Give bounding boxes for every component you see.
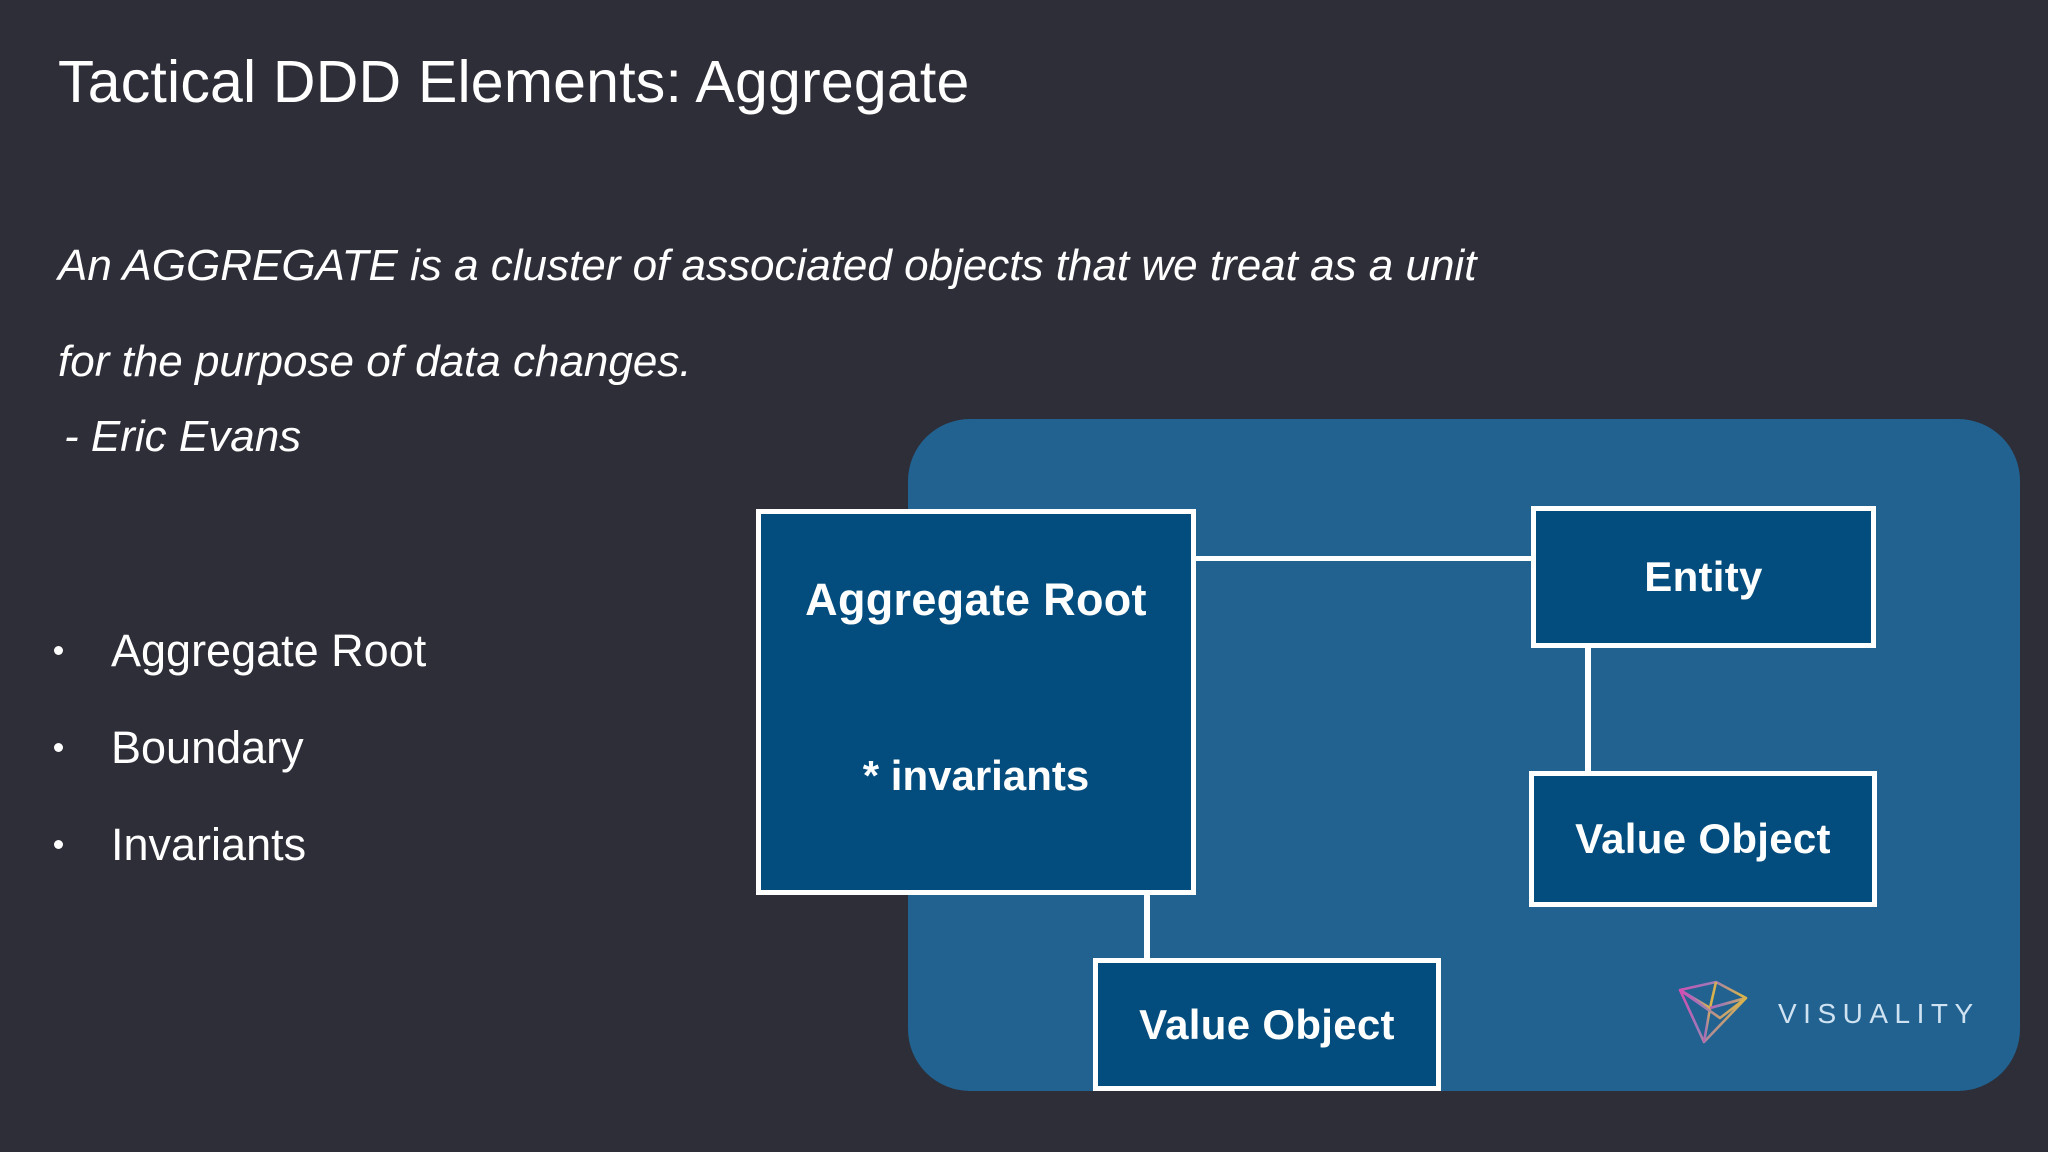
quote-line-2: for the purpose of data changes. xyxy=(58,337,692,386)
bullet-dot-icon xyxy=(54,743,63,752)
page-title: Tactical DDD Elements: Aggregate xyxy=(58,49,970,115)
list-item-label: Aggregate Root xyxy=(111,624,427,676)
quote-attribution: - Eric Evans xyxy=(64,412,302,461)
node-aggregate-root-label: Aggregate Root xyxy=(805,574,1147,625)
visuality-pyramid-icon xyxy=(1678,980,1748,1044)
node-aggregate-root-sublabel: * invariants xyxy=(862,752,1090,799)
node-value-object-right-label: Value Object xyxy=(1575,815,1831,862)
connector-aggregate-root-to-entity xyxy=(1196,556,1533,561)
bullet-list: Aggregate Root Boundary Invariants xyxy=(54,602,426,893)
list-item: Invariants xyxy=(54,796,426,893)
node-entity[interactable]: Entity xyxy=(1531,506,1876,648)
list-item: Aggregate Root xyxy=(54,602,426,699)
node-entity-label: Entity xyxy=(1644,553,1763,600)
node-aggregate-root[interactable]: Aggregate Root * invariants xyxy=(756,509,1196,895)
list-item: Boundary xyxy=(54,699,426,796)
list-item-label: Boundary xyxy=(111,721,304,773)
bullet-dot-icon xyxy=(54,840,63,849)
node-value-object-right[interactable]: Value Object xyxy=(1529,771,1877,907)
visuality-wordmark: VISUALITY xyxy=(1778,998,1980,1029)
quote-line-1: An AGGREGATE is a cluster of associated … xyxy=(58,241,1477,290)
list-item-label: Invariants xyxy=(111,818,307,870)
node-value-object-bottom-label: Value Object xyxy=(1139,1000,1395,1048)
connector-entity-to-value-object xyxy=(1585,646,1591,773)
node-value-object-bottom[interactable]: Value Object xyxy=(1093,958,1441,1091)
bullet-dot-icon xyxy=(54,646,63,655)
visuality-logo: VISUALITY xyxy=(1674,978,1980,1050)
connector-aggregate-root-to-value-object xyxy=(1144,893,1150,960)
quote-block: An AGGREGATE is a cluster of associated … xyxy=(58,218,1988,410)
